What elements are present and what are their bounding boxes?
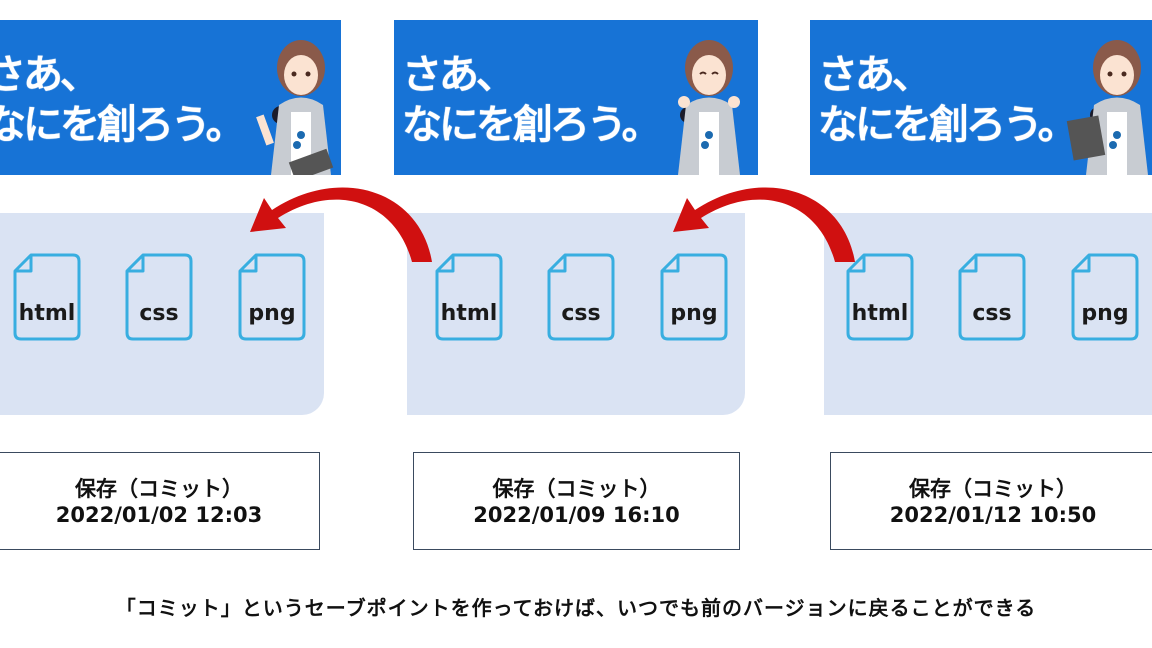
file-label: css [561, 301, 601, 326]
version-column-2: さあ、 なにを創ろう。 html css png 保存（コミット） 2022 [0, 0, 758, 648]
banner-text: さあ、 なにを創ろう。 [402, 52, 662, 148]
commit-box-1: 保存（コミット） 2022/01/02 12:03 [0, 452, 320, 550]
commit-title: 保存（コミット） [75, 477, 243, 501]
banner-image: さあ、 なにを創ろう。 [0, 20, 341, 175]
document-icon [660, 253, 728, 341]
file-label: png [670, 301, 718, 326]
file-label: html [440, 301, 498, 326]
document-icon [547, 253, 615, 341]
commit-box-2: 保存（コミット） 2022/01/09 16:10 [413, 452, 740, 550]
anime-character-illustration [678, 40, 740, 175]
file-label: css [972, 301, 1012, 326]
commit-timestamp: 2022/01/09 16:10 [473, 503, 680, 527]
anime-character-illustration [1066, 40, 1148, 175]
commit-timestamp: 2022/01/12 10:50 [889, 503, 1097, 527]
file-html: html [9, 249, 85, 345]
files-panel: html css png [824, 213, 1152, 415]
file-png: png [234, 249, 310, 345]
file-css: css [543, 249, 619, 345]
document-icon [13, 253, 81, 341]
document-icon [435, 253, 503, 341]
banner-text: さあ、 なにを創ろう。 [0, 52, 246, 148]
file-label: png [248, 301, 296, 326]
file-label: png [1081, 301, 1129, 326]
file-html: html [842, 249, 918, 345]
document-icon [958, 253, 1026, 341]
file-png: png [656, 249, 732, 345]
commit-timestamp: 2022/01/02 12:03 [55, 503, 263, 527]
commit-box-3: 保存（コミット） 2022/01/12 10:50 [830, 452, 1152, 550]
file-css: css [954, 249, 1030, 345]
document-icon [238, 253, 306, 341]
commit-title: 保存（コミット） [492, 477, 661, 501]
commit-title: 保存（コミット） [909, 477, 1077, 501]
files-panel: html css png [0, 213, 324, 415]
curved-arrow-icon [250, 187, 432, 262]
file-css: css [121, 249, 197, 345]
anime-character-illustration [256, 40, 334, 175]
files-panel: html css png [407, 213, 745, 415]
document-icon [846, 253, 914, 341]
file-label: html [18, 301, 76, 326]
file-png: png [1067, 249, 1143, 345]
banner-text: さあ、 なにを創ろう。 [818, 52, 1078, 148]
file-html: html [431, 249, 507, 345]
file-label: html [851, 301, 909, 326]
document-icon [125, 253, 193, 341]
document-icon [1071, 253, 1139, 341]
curved-arrow-icon [673, 187, 855, 262]
file-label: css [139, 301, 179, 326]
banner-image: さあ、 なにを創ろう。 [810, 20, 1152, 175]
banner-image: さあ、 なにを創ろう。 [394, 20, 758, 175]
caption: 「コミット」というセーブポイントを作っておけば、いつでも前のバージョンに戻ること… [115, 596, 1037, 620]
version-column-1: さあ、 なにを創ろう。 html css png 保存（コミット） 2022 [0, 0, 360, 648]
